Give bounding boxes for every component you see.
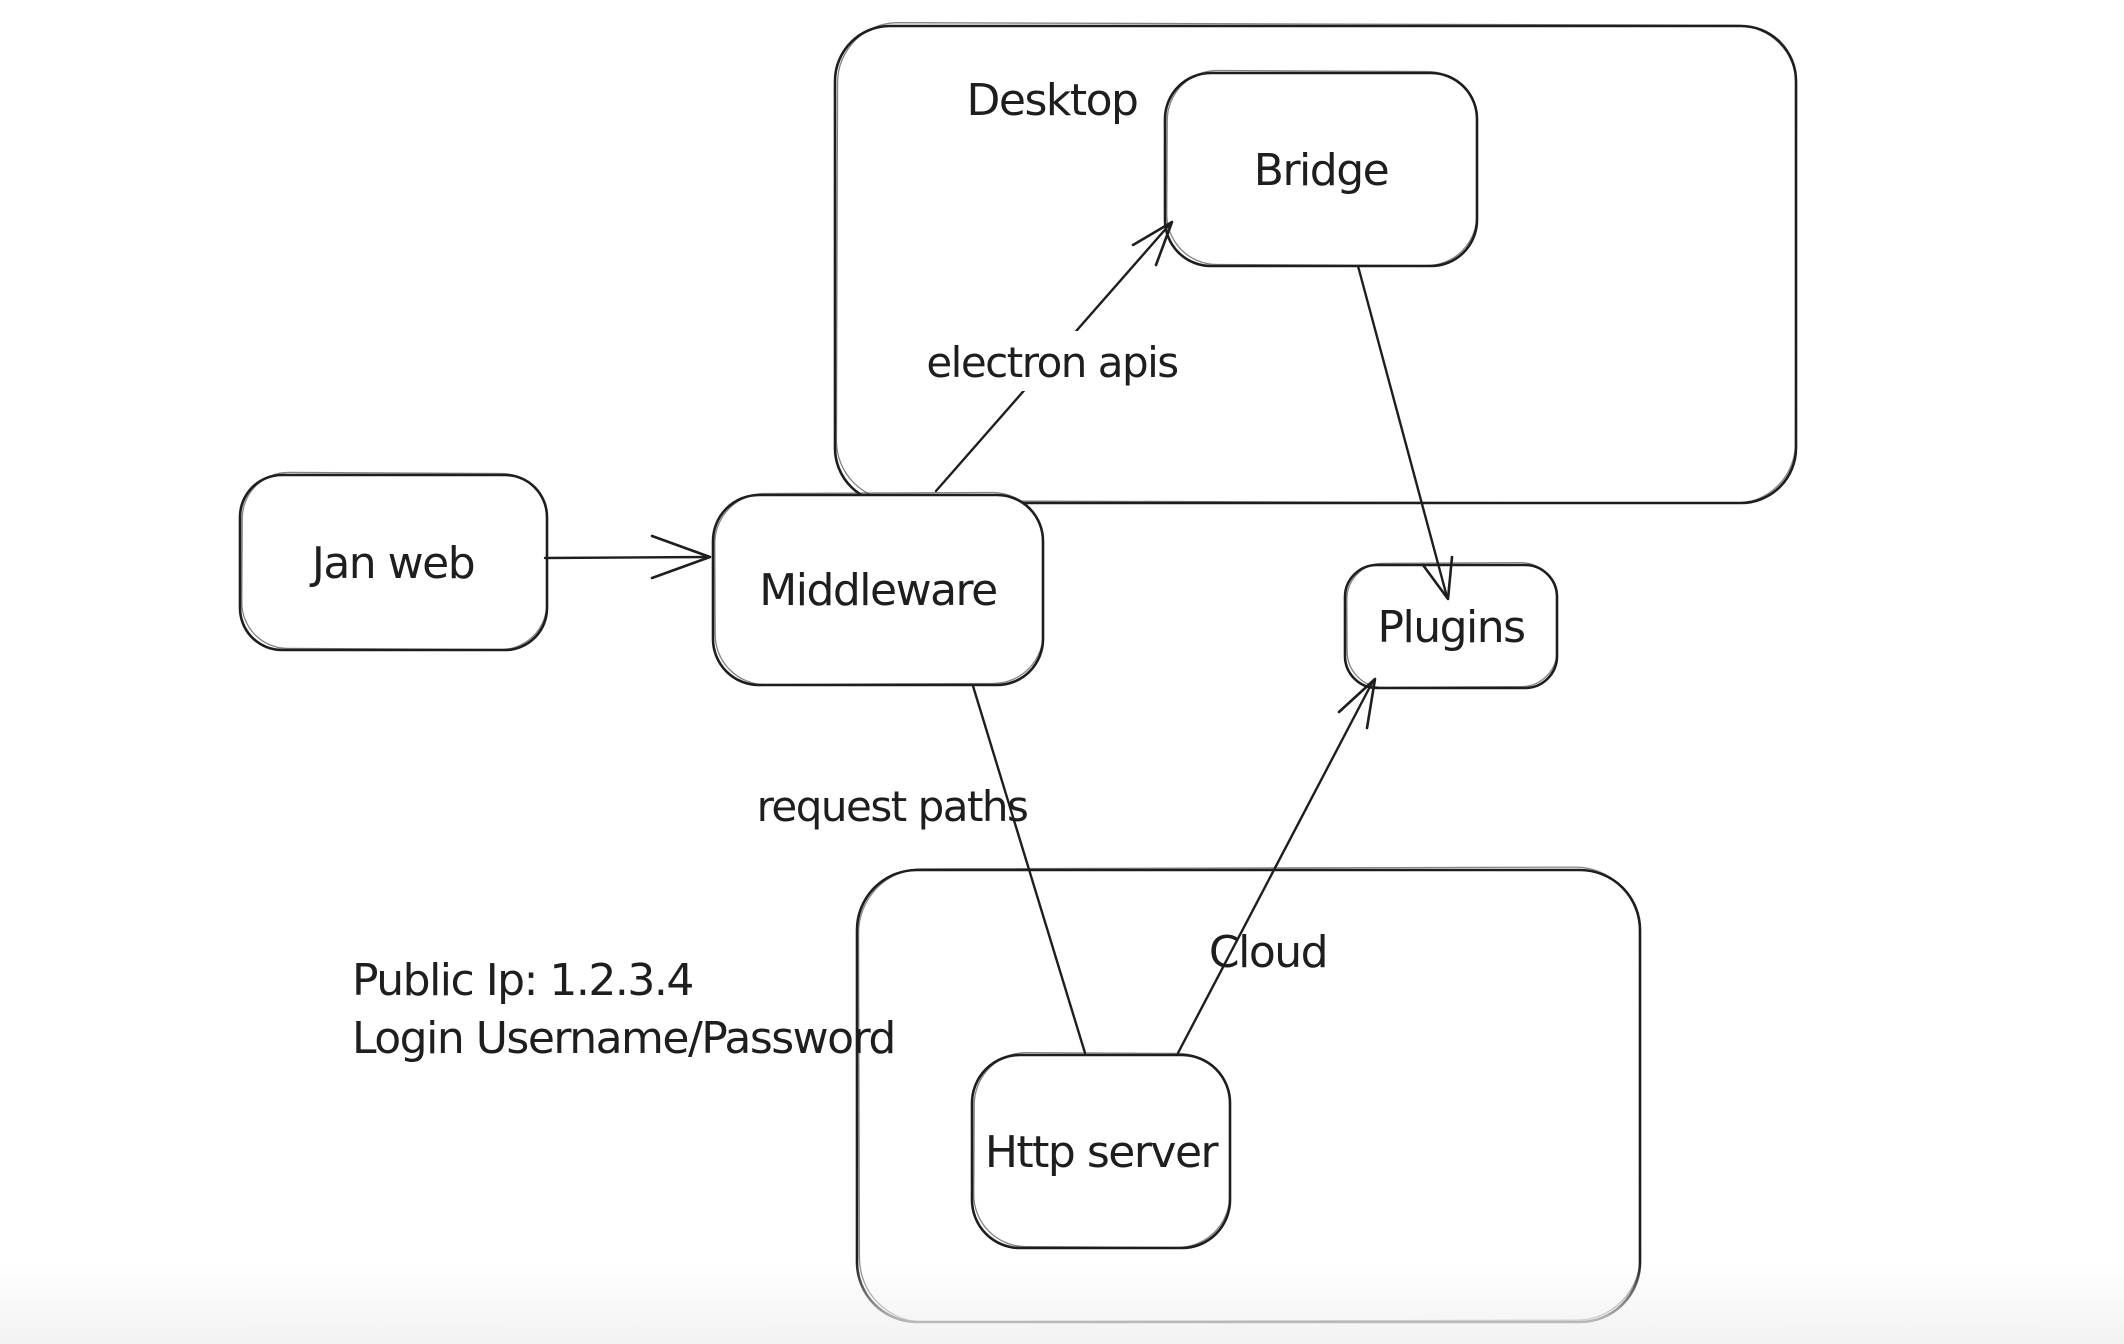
desktop-container-box-sketch (835, 22, 1798, 504)
middleware-box-sketch (714, 491, 1044, 686)
arrowhead-into-middleware (650, 534, 712, 580)
node-jan-web[interactable] (238, 471, 549, 652)
annotation-credentials[interactable]: Public Ip: 1.2.3.4 Login Username/Passwo… (352, 955, 896, 1064)
bridge-box-sketch (1166, 69, 1478, 267)
edge-jan-web-to-middleware-line (543, 555, 711, 560)
edge-bridge-to-plugins-line (1356, 264, 1449, 599)
edge-middleware-to-http-server[interactable] (971, 684, 1087, 1055)
arrowhead-into-plugins-bottom (1337, 677, 1377, 730)
annotation-login[interactable]: Login Username/Password (352, 1013, 896, 1064)
bottom-fade (0, 1262, 2124, 1344)
bridge-label: Bridge (1254, 145, 1388, 196)
http-server-label: Http server (985, 1127, 1220, 1178)
jan-web-box-sketch (241, 471, 548, 651)
electron-apis-label[interactable]: electron apis (926, 338, 1179, 387)
http-server-box-sketch (973, 1051, 1231, 1249)
jan-web-label: Jan web (309, 538, 474, 589)
edge-bridge-to-plugins[interactable] (1356, 264, 1454, 601)
arrowhead-into-plugins-top (1421, 555, 1454, 601)
cloud-label: Cloud (1209, 927, 1327, 978)
electron-apis-label-bg (912, 331, 1192, 391)
desktop-container[interactable] (833, 22, 1798, 505)
edge-middleware-to-http-server-line (971, 684, 1087, 1055)
edge-http-server-to-plugins-line (1176, 679, 1375, 1055)
node-http-server[interactable] (970, 1051, 1232, 1250)
edge-jan-web-to-middleware[interactable] (543, 534, 712, 580)
arrowhead-into-bridge (1131, 220, 1174, 267)
node-bridge[interactable] (1163, 69, 1479, 268)
edge-http-server-to-plugins[interactable] (1176, 677, 1377, 1055)
node-middleware[interactable] (711, 491, 1045, 687)
request-paths-label[interactable]: request paths (757, 782, 1029, 831)
plugins-label: Plugins (1377, 602, 1524, 653)
desktop-label: Desktop (967, 75, 1138, 126)
node-plugins[interactable] (1343, 561, 1559, 690)
middleware-label: Middleware (759, 565, 996, 616)
annotation-public-ip[interactable]: Public Ip: 1.2.3.4 (352, 955, 694, 1006)
